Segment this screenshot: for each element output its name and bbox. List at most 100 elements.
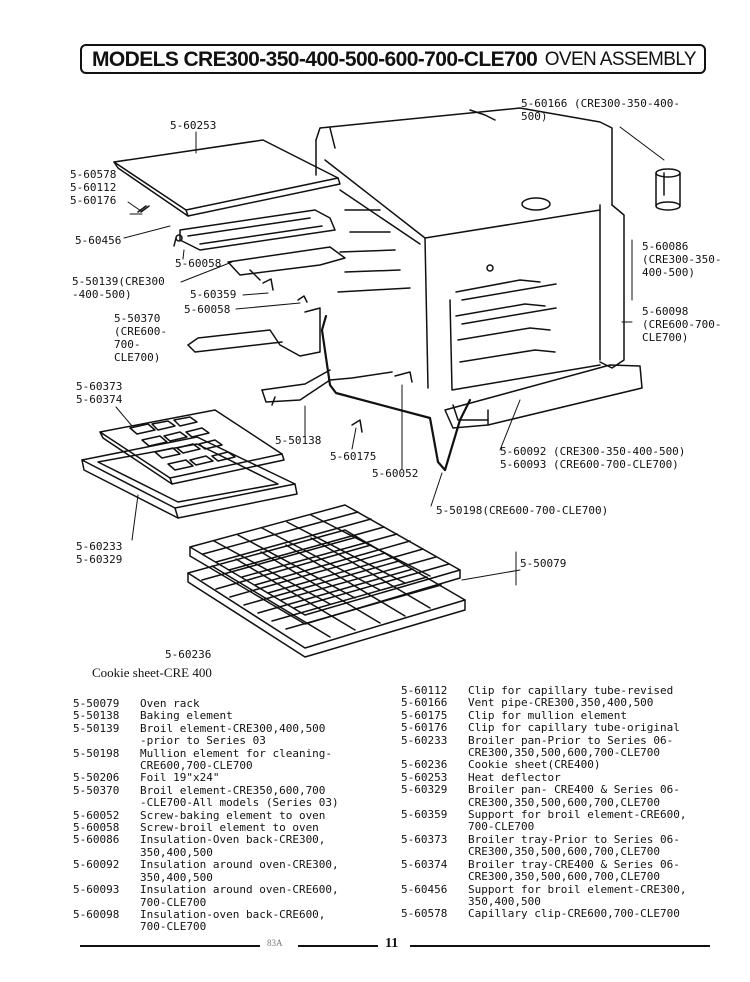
parts-row: 5-60253 Heat deflector xyxy=(401,770,721,784)
part-description: Clip for capillary tube-revised xyxy=(468,684,674,697)
part-number: 5-60176 xyxy=(401,721,448,735)
bottom-insulation xyxy=(444,364,643,429)
broiler-tray xyxy=(99,409,285,485)
part-description: Insulation-oven back-CRE600, 700-CLE700 xyxy=(140,907,326,934)
parts-row: 5-60578 Capillary clip-CRE600,700-CLE700 xyxy=(401,907,721,921)
callout-broil-support-cre600: 5-60359 xyxy=(190,288,237,301)
parts-row: 5-60098 Insulation-oven back-CRE600, 700-… xyxy=(73,907,393,934)
part-description: Capillary clip-CRE600,700-CLE700 xyxy=(468,907,680,921)
callout-capillary-clips: 5-60578 5-60112 5-60176 xyxy=(70,168,117,207)
callout-broil-support: 5-60456 xyxy=(75,234,122,247)
broiler-pan xyxy=(81,436,298,519)
part-description: Foil 19"x24" xyxy=(140,771,220,785)
parts-row: 5-60086 Insulation-Oven back-CRE300, 350,… xyxy=(73,834,393,859)
parts-list-right: 5-60112 Clip for capillary tube-revised 5… xyxy=(401,684,721,921)
parts-row: 5-60374 Broiler tray-CRE400 & Series 06- … xyxy=(401,857,721,884)
part-number: 5-60236 xyxy=(401,758,448,772)
part-number: 5-50370 xyxy=(73,783,120,797)
part-number: 5-60098 xyxy=(73,907,120,921)
baking-element xyxy=(187,307,393,403)
part-description: Broil element-CRE350,600,700 -CLE700-All… xyxy=(140,783,339,810)
part-number: 5-60253 xyxy=(401,770,448,784)
part-description: Oven rack xyxy=(140,697,200,710)
part-description: Broiler pan- CRE400 & Series 06- CRE300,… xyxy=(468,783,680,809)
part-number: 5-60175 xyxy=(401,708,448,722)
part-description: Heat deflector xyxy=(468,770,561,784)
part-number: 5-60359 xyxy=(401,808,448,822)
parts-row: 5-50139 Broil element-CRE300,400,500 -pri… xyxy=(73,721,393,748)
part-number: 5-50138 xyxy=(73,709,120,723)
callout-mullion-clip: 5-60175 xyxy=(330,450,377,463)
part-number: 5-60373 xyxy=(401,832,448,846)
callout-insulation-around-oven: 5-60092 (CRE300-350-400-500) 5-60093 (CR… xyxy=(500,445,686,471)
part-number: 5-60456 xyxy=(401,882,448,896)
parts-row: 5-60052 Screw-baking element to oven xyxy=(73,808,393,822)
part-number: 5-60166 xyxy=(401,696,448,710)
footer-rule-middle xyxy=(298,945,378,947)
callout-mullion-element: 5-50198(CRE600-700-CLE700) xyxy=(436,504,609,517)
callout-baking-screw: 5-60052 xyxy=(372,467,419,480)
part-number: 5-50079 xyxy=(73,697,120,710)
part-description: Broil element-CRE300,400,500 -prior to S… xyxy=(140,721,326,748)
callout-broiler-tray: 5-60373 5-60374 xyxy=(76,380,123,406)
part-number: 5-60578 xyxy=(401,907,448,921)
parts-row: 5-50206 Foil 19"x24" xyxy=(73,771,393,785)
part-number: 5-60112 xyxy=(401,684,448,697)
part-number: 5-50139 xyxy=(73,721,120,735)
callout-baking-element: 5-50138 xyxy=(275,434,322,447)
oven-racks xyxy=(187,504,466,658)
callout-oven-rack: 5-50079 xyxy=(520,557,567,570)
part-description: Baking element xyxy=(140,709,233,723)
parts-row: 5-60359 Support for broil element-CRE600,… xyxy=(401,808,721,834)
callout-heat-deflector: 5-60253 xyxy=(170,119,217,132)
parts-row: 5-50079 Oven rack xyxy=(73,697,393,710)
part-number: 5-60329 xyxy=(401,783,448,797)
footer-code: 83A xyxy=(267,938,283,948)
part-description: Mullion element for cleaning- CRE600,700… xyxy=(140,746,333,773)
callout-vent-pipe: 5-60166 (CRE300-350-400- 500) xyxy=(521,97,680,123)
heat-deflector xyxy=(113,139,341,217)
cookie-sheet-caption: Cookie sheet-CRE 400 xyxy=(92,665,212,680)
part-description: Screw-baking element to oven xyxy=(140,808,326,822)
callout-broiler-pan: 5-60233 5-60329 xyxy=(76,540,123,566)
parts-row: 5-50198 Mullion element for cleaning- CRE… xyxy=(73,746,393,773)
part-number: 5-50198 xyxy=(73,746,120,760)
broil-element xyxy=(179,209,346,281)
parts-row: 5-60112 Clip for capillary tube-revised xyxy=(401,684,721,697)
footer-rule-right xyxy=(410,945,710,947)
parts-row: 5-60456 Support for broil element-CRE300,… xyxy=(401,882,721,909)
part-description: Support for broil element-CRE300, 350,40… xyxy=(468,882,687,908)
hardware xyxy=(137,205,413,433)
part-number: 5-60086 xyxy=(73,833,120,847)
callout-broil-screw-top: 5-60058 xyxy=(175,257,222,270)
parts-row: 5-60329 Broiler pan- CRE400 & Series 06- … xyxy=(401,784,721,809)
mullion-element xyxy=(320,314,472,472)
part-number: 5-60052 xyxy=(73,808,120,822)
part-number: 5-60233 xyxy=(401,733,448,747)
part-description: Broiler tray-CRE400 & Series 06- CRE300,… xyxy=(468,857,680,884)
part-description: Vent pipe-CRE300,350,400,500 xyxy=(468,696,654,710)
callout-broil-screw: 5-60058 xyxy=(184,303,231,316)
parts-row: 5-60166 Vent pipe-CRE300,350,400,500 xyxy=(401,696,721,710)
vent-pipe xyxy=(655,168,681,211)
part-description: Support for broil element-CRE600, 700-CL… xyxy=(468,808,687,834)
part-number: 5-60092 xyxy=(73,858,120,872)
callout-cookie-sheet: 5-60236 xyxy=(165,648,212,661)
part-number: 5-60374 xyxy=(401,857,448,871)
callout-oven-back-insulation: 5-60086 (CRE300-350- 400-500) xyxy=(642,240,722,279)
part-description: Insulation-Oven back-CRE300, 350,400,500 xyxy=(140,833,326,859)
callout-broil-element-cre600: 5-50370 (CRE600- 700- CLE700) xyxy=(114,312,167,364)
part-number: 5-60058 xyxy=(73,821,120,835)
part-number: 5-50206 xyxy=(73,771,120,785)
page-footer: 83A 11 xyxy=(80,936,710,952)
page-number: 11 xyxy=(385,936,399,951)
section-title: OVEN ASSEMBLY xyxy=(544,49,697,70)
oven-body xyxy=(315,107,625,391)
